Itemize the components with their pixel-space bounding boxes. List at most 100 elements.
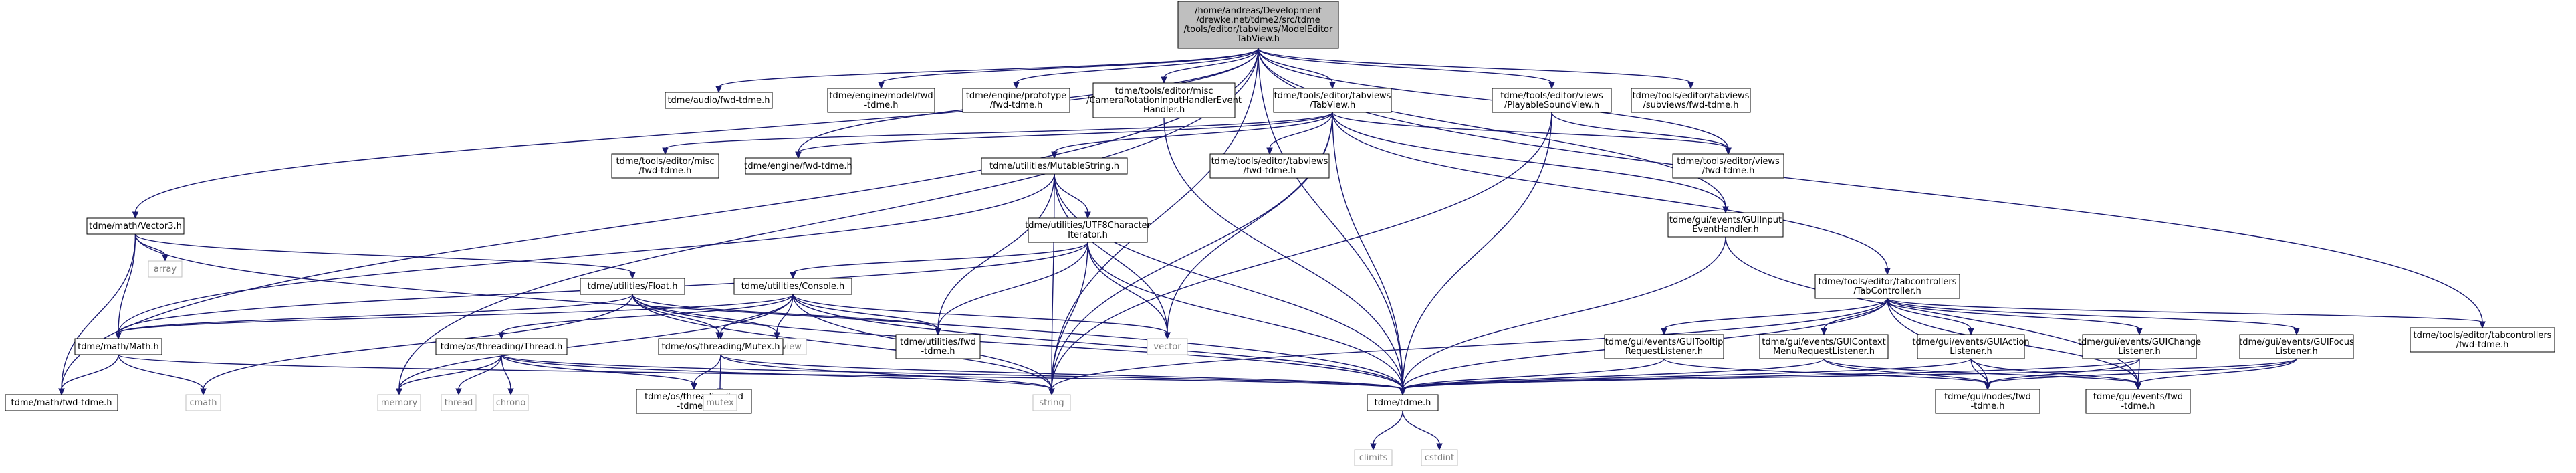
graph-node-tab-controller[interactable]: tdme/tools/editor/tabcontrollers/TabCont… (1814, 274, 1960, 299)
edge-gui_focus-to-tdme_h (1402, 358, 2297, 390)
node-label: RequestListener.h (1625, 347, 1703, 357)
edge-arrowhead (162, 254, 168, 262)
edge-arrowhead (455, 388, 462, 396)
node-box (827, 88, 935, 113)
graph-node-playable-sound[interactable]: tdme/tools/editor/views/PlayableSoundVie… (1492, 88, 1612, 113)
edge-arrowhead (1661, 328, 1667, 336)
node-label: TabView.h (1236, 34, 1280, 44)
edge-mutex_h-to-threading_fwd (693, 354, 721, 385)
graph-node-gui-tooltip[interactable]: tdme/gui/events/GUITooltipRequestListene… (1604, 334, 1724, 359)
node-box (1814, 274, 1960, 299)
node-label: -tdme.h (921, 347, 955, 357)
graph-node-mutable-string[interactable]: tdme/utilities/MutableString.h (981, 157, 1128, 175)
node-box (1032, 394, 1071, 411)
edge-tab_controller-to-gui_focus (1887, 298, 2297, 330)
node-label: tdme/tdme.h (1375, 398, 1431, 408)
edge-utf8-to-string (1051, 242, 1088, 390)
graph-node-nodes-fwd[interactable]: tdme/gui/nodes/fwd-tdme.h (1935, 389, 2040, 414)
graph-node-engine-fwd[interactable]: tdme/engine/fwd-tdme.h (744, 157, 852, 175)
edge-utf8-to-tdme_h (1087, 242, 1403, 390)
edge-tabview-to-tabviews_fwd (1269, 112, 1333, 149)
edge-arrowhead (774, 332, 780, 340)
graph-node-memory: memory (377, 394, 421, 411)
graph-node-mutex-h[interactable]: tdme/os/threading/Mutex.h (658, 338, 784, 355)
edge-tabview-to-tab_controller (1332, 112, 1888, 270)
graph-node-utilities-fwd[interactable]: tdme/utilities/fwd-tdme.h (895, 334, 981, 359)
graph-node-views-fwd[interactable]: tdme/tools/editor/views/fwd-tdme.h (1672, 153, 1784, 179)
edge-console-to-thread_h (501, 294, 794, 334)
graph-node-tabcontrollers-fwd[interactable]: tdme/tools/editor/tabcontrollers/fwd-tdm… (2410, 327, 2555, 353)
edge-playable_sound-to-tdme_h (1402, 112, 1552, 390)
node-box (703, 394, 737, 411)
graph-node-events-fwd[interactable]: tdme/gui/events/fwd-tdme.h (2085, 389, 2191, 414)
node-label: tdme/math/fwd-tdme.h (11, 398, 112, 408)
node-box (733, 278, 852, 295)
edge-thread_h-to-thread (458, 354, 502, 390)
node-box (1759, 334, 1889, 359)
node-label: memory (381, 398, 418, 408)
graph-node-subviews-fwd[interactable]: tdme/tools/editor/tabviews/subviews/fwd-… (1631, 88, 1751, 113)
edge-tabview-to-mutable_string (1054, 112, 1333, 153)
graph-node-tdme-h[interactable]: tdme/tdme.h (1367, 394, 1439, 411)
node-box (441, 394, 477, 411)
node-label: tdme/math/Math.h (78, 342, 159, 352)
edge-gui_tooltip-to-nodes_fwd (1663, 358, 1988, 385)
edge-tabview-to-gui_input (1332, 112, 1726, 208)
graph-node-mutex: mutex (703, 394, 737, 411)
node-box (86, 217, 185, 235)
graph-node-vector3[interactable]: tdme/math/Vector3.h (86, 217, 185, 235)
graph-node-misc-fwd[interactable]: tdme/tools/editor/misc/fwd-tdme.h (611, 153, 719, 179)
graph-node-math-fwd[interactable]: tdme/math/fwd-tdme.h (5, 394, 118, 411)
graph-node-math[interactable]: tdme/math/Math.h (74, 338, 162, 355)
node-box (2239, 334, 2354, 359)
node-label: tdme/os/threading/Mutex.h (662, 342, 780, 352)
graph-node-audio-fwd[interactable]: tdme/audio/fwd-tdme.h (665, 92, 773, 109)
graph-node-camera-rot[interactable]: tdme/tools/editor/misc/CameraRotationInp… (1086, 82, 1242, 118)
graph-node-thread-h[interactable]: tdme/os/threading/Thread.h (435, 338, 568, 355)
node-box (981, 157, 1128, 175)
edge-mutable_string-to-vector (1054, 173, 1168, 334)
graph-node-root[interactable]: /home/andreas/Development/drewke.net/tdm… (1177, 1, 1339, 49)
node-box (5, 394, 118, 411)
edge-console-to-vector (792, 294, 1168, 334)
graph-node-float[interactable]: tdme/utilities/Float.h (580, 278, 685, 295)
edge-math-to-cmath (118, 354, 204, 390)
edge-gui_action-to-tdme_h (1402, 358, 1972, 390)
edge-arrowhead (1051, 151, 1058, 159)
edge-playable_sound-to-string (1051, 112, 1552, 390)
node-label: tdme/engine/prototype (966, 91, 1066, 101)
edge-root-to-engine_prototype_fwd (1016, 48, 1259, 84)
graph-node-tabview[interactable]: tdme/tools/editor/tabviews/TabView.h (1273, 88, 1392, 113)
graph-node-gui-context[interactable]: tdme/gui/events/GUIContextMenuRequestLis… (1759, 334, 1889, 359)
graph-node-cstdint: cstdint (1421, 449, 1458, 466)
edge-vector3-to-float (134, 233, 633, 274)
edge-arrowhead (2479, 321, 2486, 329)
edge-math-to-tdme_h (118, 354, 1403, 390)
edge-arrowhead (795, 151, 802, 159)
node-box (148, 260, 183, 278)
node-box (377, 394, 421, 411)
node-box (1917, 334, 2025, 359)
node-label: array (154, 264, 177, 274)
graph-node-console[interactable]: tdme/utilities/Console.h (733, 278, 852, 295)
edge-root-to-playable_sound (1258, 48, 1552, 84)
node-label: tdme/tools/editor/tabviews (1274, 91, 1391, 101)
edge-thread_h-to-memory (398, 354, 502, 390)
node-label: tdme/tools/editor/misc (1115, 86, 1213, 96)
node-box (2410, 327, 2555, 353)
node-box (185, 394, 221, 411)
edge-arrowhead (1968, 328, 1974, 336)
node-label: -tdme.h (2121, 401, 2155, 411)
edge-arrowhead (200, 388, 207, 396)
node-label: tdme/tools/editor/misc (616, 157, 715, 167)
graph-node-engine-prototype-fwd[interactable]: tdme/engine/prototype/fwd-tdme.h (962, 88, 1070, 113)
edge-gui_context-to-tdme_h (1402, 358, 1825, 390)
graph-node-tabviews-fwd[interactable]: tdme/tools/editor/tabviews/fwd-tdme.h (1209, 153, 1330, 179)
graph-node-engine-model-fwd[interactable]: tdme/engine/model/fwd-tdme.h (827, 88, 935, 113)
